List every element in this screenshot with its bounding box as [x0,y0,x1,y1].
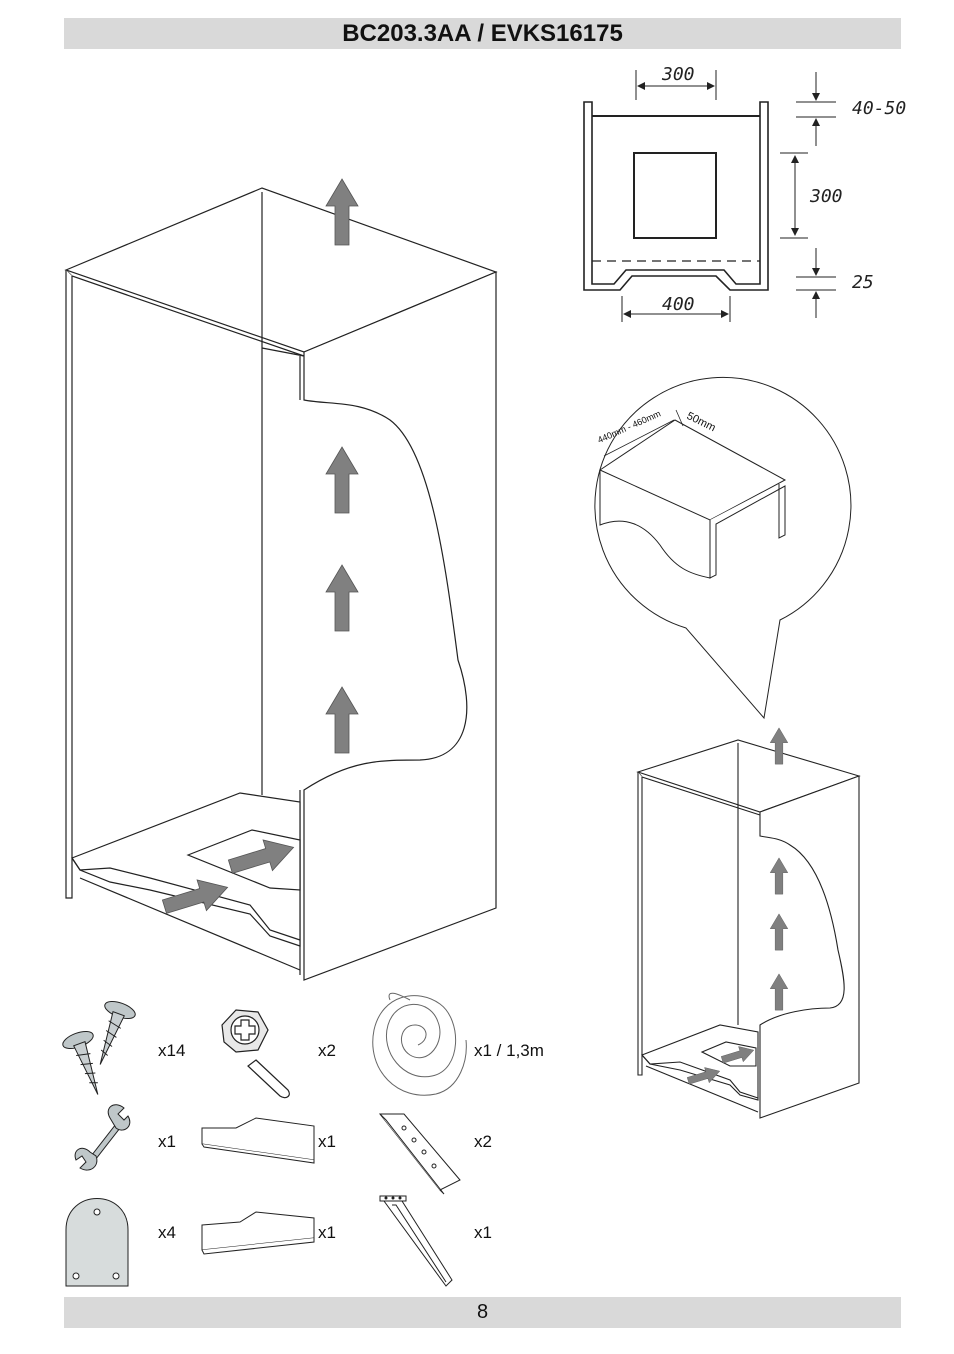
header-bar: BC203.3AA / EVKS16175 [64,18,901,49]
mounting-rail-icon [378,1113,461,1195]
qty-spacer-plate: x4 [158,1223,176,1242]
wrench-icon [74,1104,131,1171]
dim-top-width: 300 [662,64,695,85]
dim-bottom-width: 400 [662,294,695,315]
spacer-plate-icon [65,1198,129,1287]
qty-plinth-panel-a: x1 [318,1132,336,1151]
plinth-panel-b-icon [201,1211,315,1255]
qty-fixing-bracket: x1 [474,1223,492,1242]
lift-arrow-2 [325,564,359,632]
document-title: BC203.3AA / EVKS16175 [342,20,623,47]
qty-screws: x14 [158,1041,186,1060]
qty-plinth-panel-b: x1 [318,1223,336,1242]
small-lift-arrow-2 [769,913,789,951]
dimension-diagram [583,70,836,322]
qty-wrench: x1 [158,1132,176,1151]
lift-arrow-1 [325,446,359,514]
dim-cutout-height: 300 [810,186,843,207]
small-lift-arrow-3 [769,973,789,1011]
plinth-panel-a-icon [201,1117,315,1164]
detail-callout [594,376,852,720]
cabinet-small [636,739,861,1119]
qty-hex-bolt: x2 [318,1041,336,1060]
dim-bottom-gap: 25 [852,272,874,293]
screws-icon [62,1000,136,1095]
footer-bar: 8 [64,1297,901,1328]
small-lift-arrow-1 [769,857,789,895]
fixing-bracket-icon [379,1195,453,1287]
qty-cable-coil: x1 / 1,3m [474,1041,544,1060]
hex-bolt-icon [221,1009,290,1099]
qty-mounting-rail: x2 [474,1132,492,1151]
lift-arrow-3 [325,686,359,754]
page-number: 8 [476,1301,489,1323]
dim-top-gap: 40-50 [852,98,907,119]
cable-coil-icon [372,992,467,1096]
